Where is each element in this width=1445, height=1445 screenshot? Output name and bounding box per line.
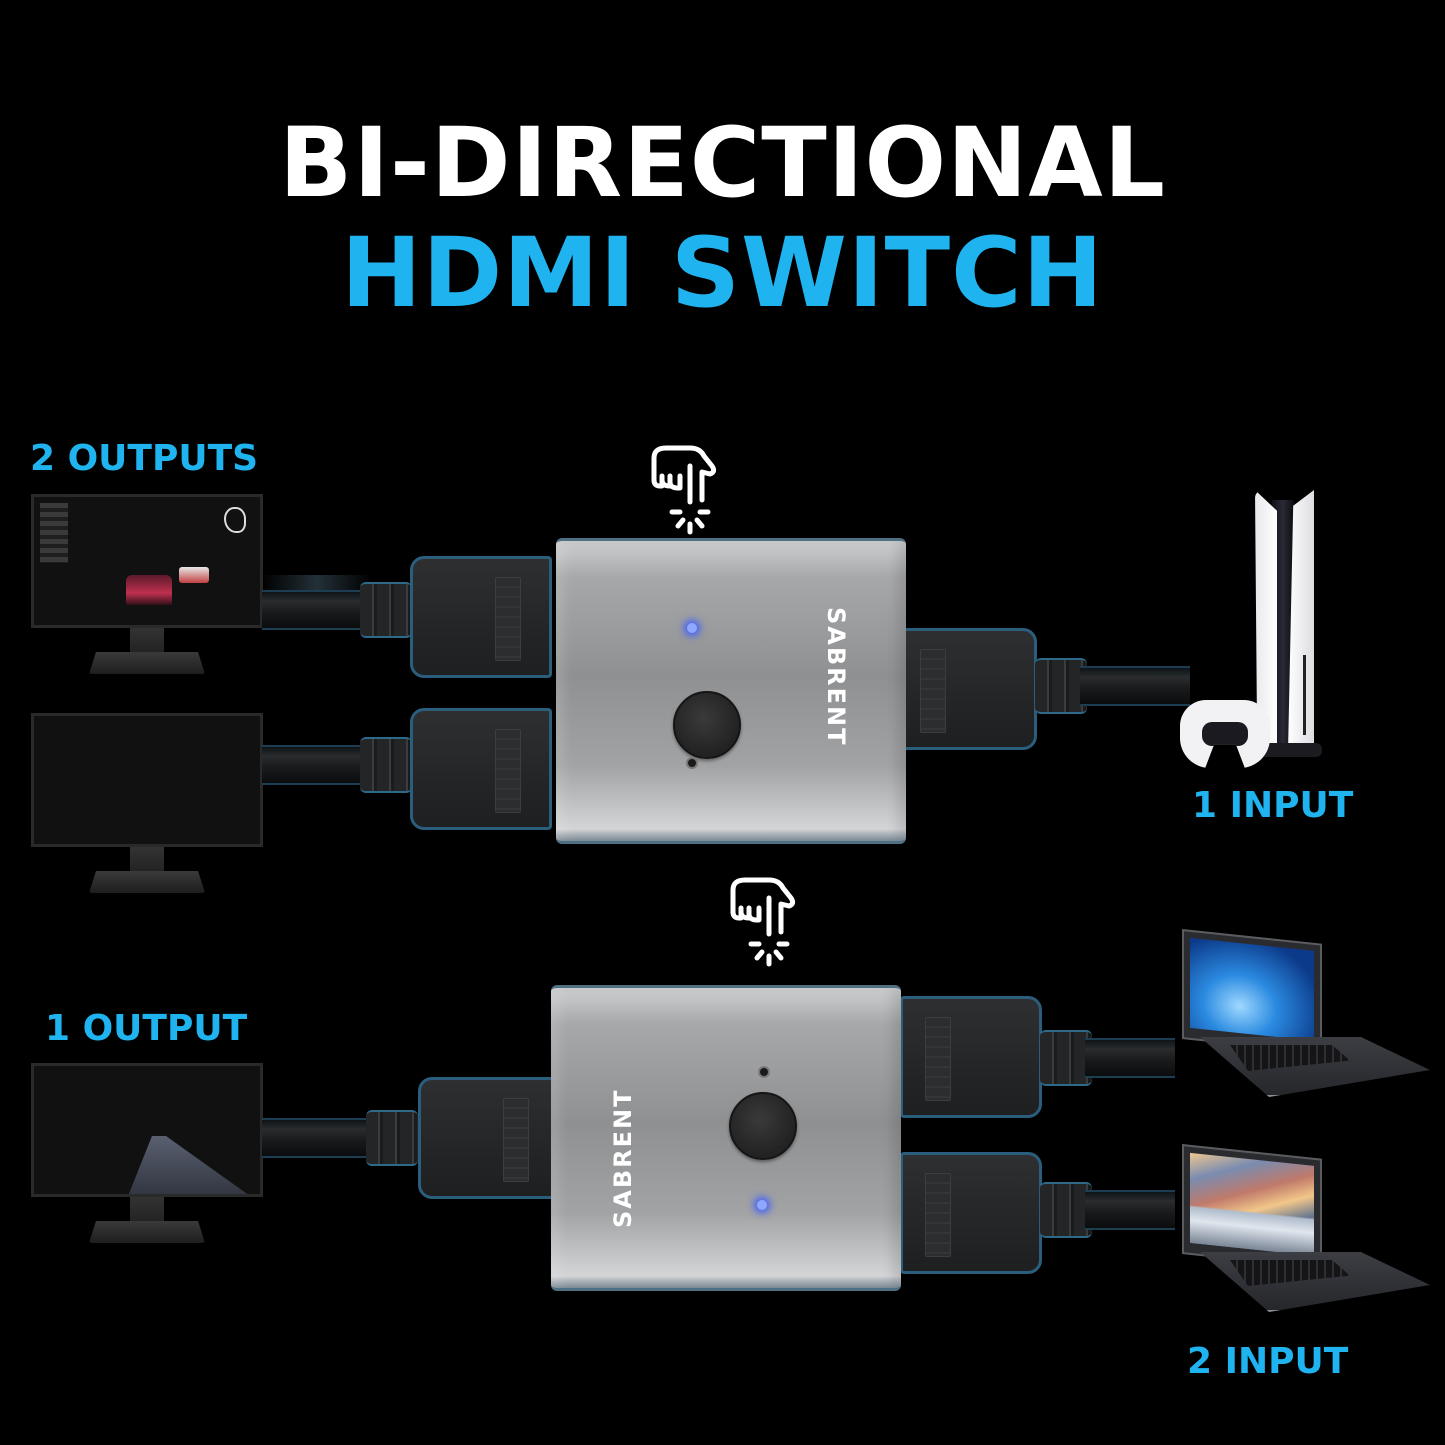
laptop-lid	[1182, 1144, 1322, 1269]
hdmi-plug-input	[895, 628, 1037, 750]
monitor-base	[89, 871, 205, 893]
hdmi-cable	[1080, 666, 1190, 706]
monitor-screen-game	[31, 494, 263, 628]
hdmi-cable	[262, 1118, 377, 1158]
console-stand	[1260, 743, 1322, 757]
input-label: 1 INPUT	[1192, 785, 1354, 826]
hdmi-cable	[1085, 1038, 1175, 1078]
hdmi-cable	[262, 745, 377, 785]
status-led	[687, 623, 697, 633]
hdmi-collar	[366, 1110, 418, 1166]
hdmi-plug-output-2	[410, 708, 552, 830]
monitor-screen-blank	[31, 713, 263, 847]
hdmi-plug-output-1	[410, 556, 552, 678]
indicator-pinhole	[760, 1068, 768, 1076]
hdmi-plug-input-2	[900, 1152, 1042, 1274]
hdmi-cable	[1085, 1190, 1175, 1230]
inputs-label: 2 INPUT	[1187, 1341, 1349, 1382]
hdmi-collar	[1040, 1030, 1092, 1086]
hdmi-collar	[1035, 658, 1087, 714]
sabrent-logo: SABRENT	[609, 1088, 637, 1228]
headline-line-1: BI-DIRECTIONAL	[279, 107, 1166, 219]
hdmi-plug-output	[418, 1077, 560, 1199]
road	[124, 1136, 260, 1194]
monitor-neck	[130, 847, 164, 873]
game-controller	[1180, 700, 1270, 768]
monitor-base	[89, 652, 205, 674]
status-led	[757, 1200, 767, 1210]
laptop-winter	[1160, 1140, 1430, 1320]
monitor-neck	[130, 1197, 164, 1223]
indicator-pinhole	[688, 759, 696, 767]
hdmi-logo	[925, 1017, 951, 1101]
hand-press-icon	[651, 445, 717, 535]
outputs-label: 2 OUTPUTS	[30, 438, 259, 479]
output-label: 1 OUTPUT	[45, 1008, 248, 1049]
switch-button[interactable]	[729, 1092, 797, 1160]
hdmi-collar	[360, 582, 412, 638]
sabrent-logo: SABRENT	[822, 607, 850, 747]
hand-press-icon	[730, 877, 796, 967]
monitor-screen-winter	[31, 1063, 263, 1197]
hdmi-switch-bottom: SABRENT	[551, 985, 901, 1291]
track-map-icon	[224, 507, 246, 533]
game-hud	[40, 503, 68, 563]
hdmi-plug-input-1	[900, 996, 1042, 1118]
laptop-lid	[1182, 929, 1322, 1054]
console-panel-left	[1255, 490, 1277, 750]
hdmi-logo	[495, 729, 521, 813]
rival-car	[179, 567, 209, 583]
game-console	[1180, 485, 1322, 768]
hdmi-logo	[925, 1173, 951, 1257]
headline-line-2: HDMI SWITCH	[341, 217, 1104, 329]
laptop-screen-blue	[1190, 937, 1314, 1041]
hdmi-logo	[503, 1098, 529, 1182]
disc-slot	[1303, 655, 1306, 735]
monitor-base	[89, 1221, 205, 1243]
hdmi-logo	[920, 649, 946, 733]
laptop-blue	[1160, 925, 1430, 1105]
hdmi-logo	[495, 577, 521, 661]
hdmi-collar	[1040, 1182, 1092, 1238]
monitor-neck	[130, 628, 164, 654]
console-core	[1272, 500, 1294, 750]
hdmi-cable	[262, 590, 377, 630]
hdmi-switch-top: SABRENT	[556, 538, 906, 844]
hdmi-collar	[360, 737, 412, 793]
switch-button[interactable]	[673, 691, 741, 759]
race-car	[126, 575, 172, 605]
laptop-screen-winter	[1190, 1152, 1314, 1256]
controller-center	[1202, 722, 1248, 746]
